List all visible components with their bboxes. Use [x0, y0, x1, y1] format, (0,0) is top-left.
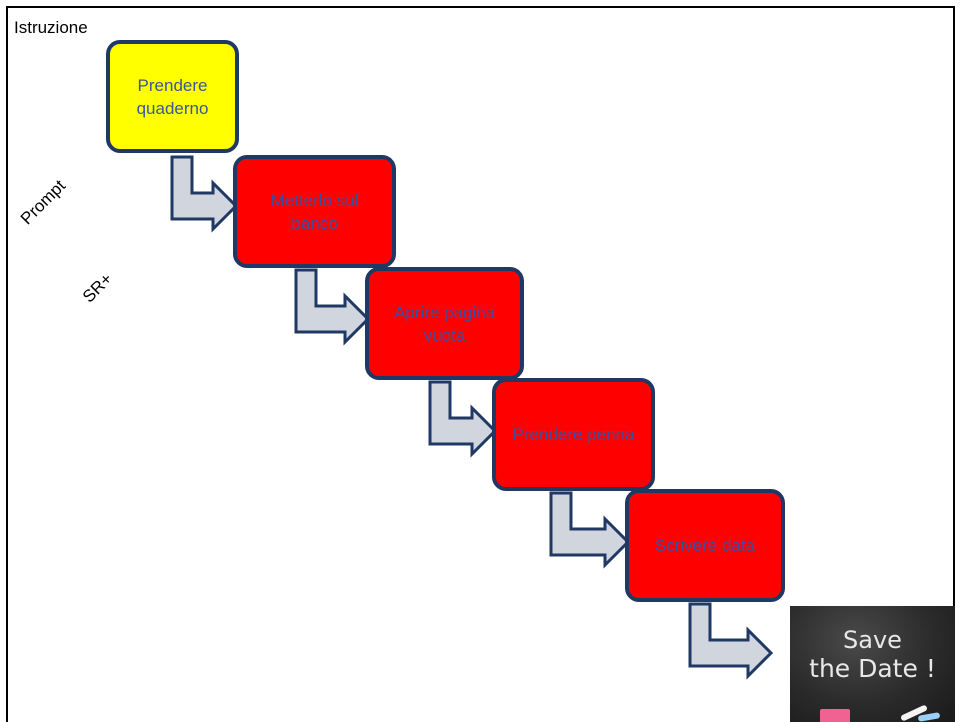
slide-frame [6, 6, 955, 722]
arrow-5-to-image [688, 602, 774, 680]
eraser-icon [820, 709, 850, 722]
step-5-box: Scrivere data [625, 489, 785, 602]
save-the-date-line1: Save [843, 626, 902, 654]
step-2-box: Metterlo sul banco [233, 155, 396, 268]
step-1-label: Prendere quaderno [136, 75, 209, 118]
arrow-3-to-4 [428, 380, 498, 458]
save-the-date-image: Save the Date ! [790, 606, 955, 722]
step-1-box: Prendere quaderno [106, 40, 239, 153]
arrow-2-to-3 [294, 268, 371, 346]
save-the-date-line2: the Date ! [809, 654, 936, 683]
title-instruction: Istruzione [14, 18, 88, 37]
arrow-1-to-2 [170, 155, 239, 233]
step-4-label: Prendere penna [512, 425, 635, 444]
step-3-box: Aprire pagina vuota [365, 267, 524, 380]
step-4-box: Prendere penna [492, 378, 655, 491]
step-2-label: Metterlo sul banco [270, 190, 359, 233]
step-3-label: Aprire pagina vuota [393, 302, 496, 345]
arrow-4-to-5 [549, 491, 631, 569]
chalk-icon-blue [917, 712, 941, 722]
step-5-label: Scrivere data [654, 536, 756, 555]
